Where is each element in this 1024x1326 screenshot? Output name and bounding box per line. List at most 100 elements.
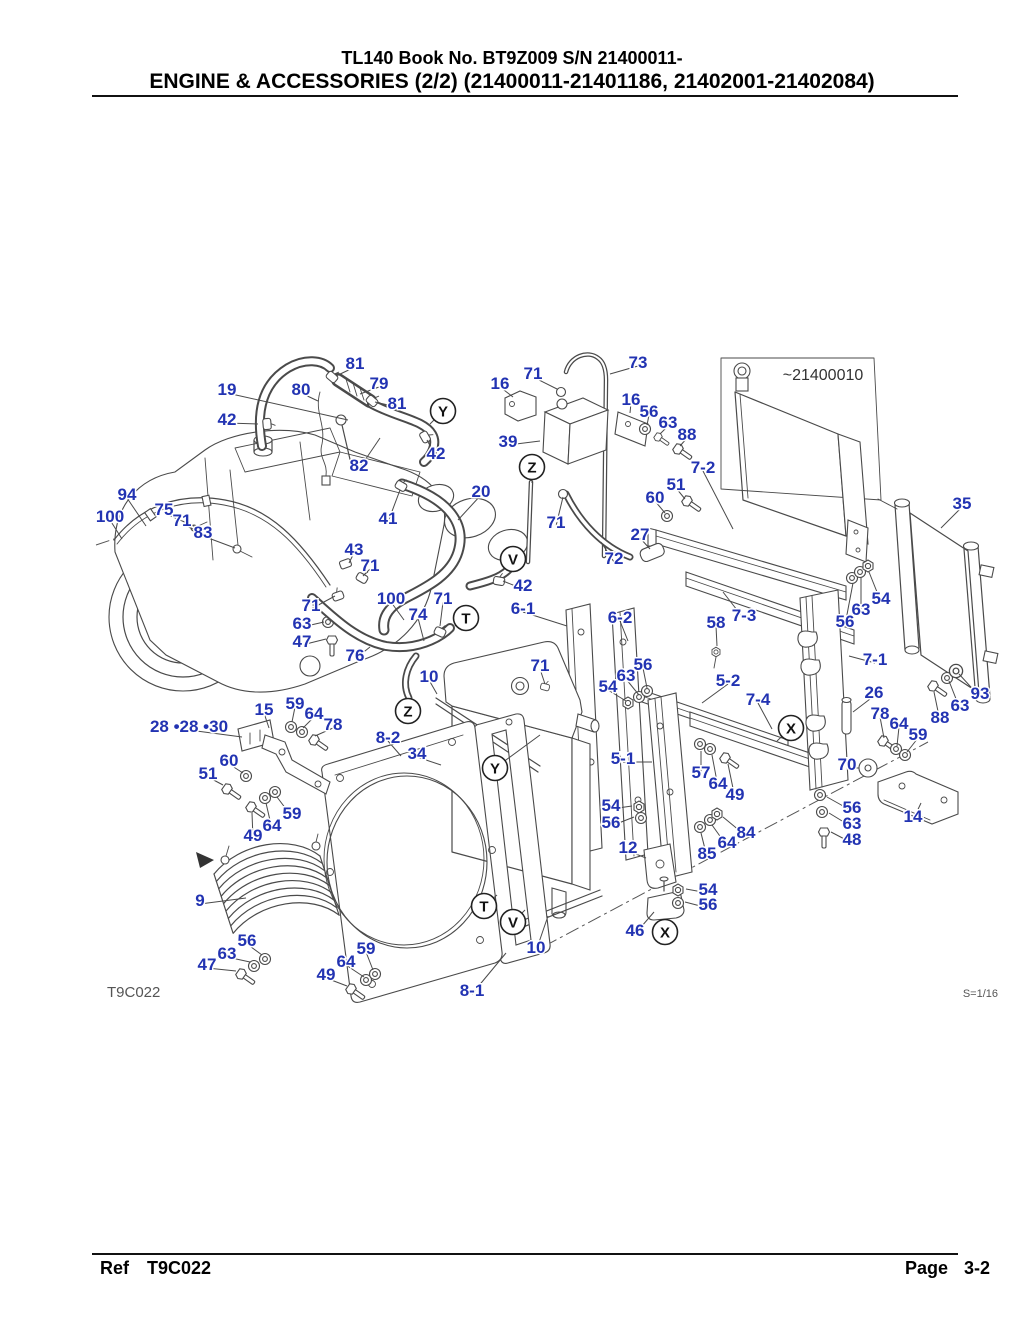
leader-line [852,695,875,713]
callout-88: 88 [931,708,950,727]
callout-79: 79 [370,374,389,393]
callout-93: 93 [971,684,990,703]
leader-line [417,617,425,642]
callout-88: 88 [678,425,697,444]
footer-ref-label: Ref [100,1258,130,1278]
leader-line [625,678,640,696]
leader-line [609,365,639,375]
callout-42: 42 [427,444,446,463]
leader-line [722,816,747,837]
leader-line [301,638,327,646]
leader-line [619,620,629,642]
leader-line [522,611,568,627]
callout-71: 71 [302,596,321,615]
leader-line [251,812,254,840]
callout-51: 51 [199,764,218,783]
callout-8-1: 8-1 [460,981,485,1000]
callout-71: 71 [173,511,192,530]
callout-73: 73 [629,353,648,372]
leader-line [354,646,371,660]
leader-line [246,943,263,956]
callout-7-1: 7-1 [863,650,888,669]
leader-line [362,568,371,577]
diagram-code: T9C022 [107,984,160,1001]
callout-63: 63 [843,814,862,833]
leader-line [365,951,374,971]
engine-assembly [108,414,529,693]
callout-56: 56 [238,931,257,950]
callout-63: 63 [293,614,312,633]
radiator [402,641,603,941]
callout-7-3: 7-3 [732,606,757,625]
callout-41: 41 [379,509,398,528]
callout-28 •28 •30: 28 •28 •30 [150,717,228,736]
leader-line [335,366,356,377]
callout-63: 63 [617,666,636,685]
support-channels [565,603,959,921]
callout-6-2: 6-2 [608,608,633,627]
callout-82: 82 [350,456,369,475]
fan-shroud [321,721,503,1003]
leader-line [848,655,876,664]
callout-64: 64 [337,952,356,971]
callout-47: 47 [293,632,312,651]
callout-71: 71 [361,556,380,575]
callout-56: 56 [699,895,718,914]
section-letter-circle [470,892,498,920]
leader-line [428,679,438,695]
leader-line [302,716,315,729]
callout-5-1: 5-1 [611,749,636,768]
callout-59: 59 [909,725,928,744]
callout-84: 84 [737,823,756,842]
leader-line [109,519,123,540]
leader-line [291,706,296,723]
leader-line [439,601,444,627]
callout-56: 56 [640,402,659,421]
radiator-hoses [254,356,518,653]
callout-6-1: 6-1 [511,599,536,618]
callout-94: 94 [118,485,137,504]
leader-line [634,911,655,935]
callout-71: 71 [524,364,543,383]
section-letter-circle [499,545,527,573]
leader-line [359,386,380,395]
fan [196,833,340,934]
leader-line [387,740,402,757]
callout-16: 16 [491,374,510,393]
leader-line [715,625,718,647]
footer-page-label: Page [904,1258,948,1278]
leader-line [701,683,729,704]
callout-48: 48 [843,830,862,849]
callout-51: 51 [667,475,686,494]
section-letter-V: V [508,552,518,569]
callout-54: 54 [599,677,618,696]
leader-line [358,437,381,470]
leader-line [265,802,273,830]
leader-line [610,805,633,810]
callout-54: 54 [872,589,891,608]
leader-line [607,689,627,702]
callout-63: 63 [218,944,237,963]
callout-60: 60 [646,488,665,507]
callout-16: 16 [622,390,641,409]
callout-59: 59 [283,804,302,823]
callout-5-2: 5-2 [716,671,741,690]
leader-line [507,440,541,446]
callout-46: 46 [626,921,645,940]
leader-line [202,535,236,549]
callout-64: 64 [709,774,728,793]
leader-line [348,552,355,564]
callout-39: 39 [499,432,518,451]
leader-line [868,571,882,603]
leader-line [627,850,647,859]
section-letter-X: X [786,721,796,738]
leader-line [226,422,259,425]
callout-56: 56 [836,612,855,631]
leader-line [181,523,209,537]
section-letter-Y: Y [490,761,500,778]
leader-line [457,494,482,521]
leader-line [711,754,719,788]
